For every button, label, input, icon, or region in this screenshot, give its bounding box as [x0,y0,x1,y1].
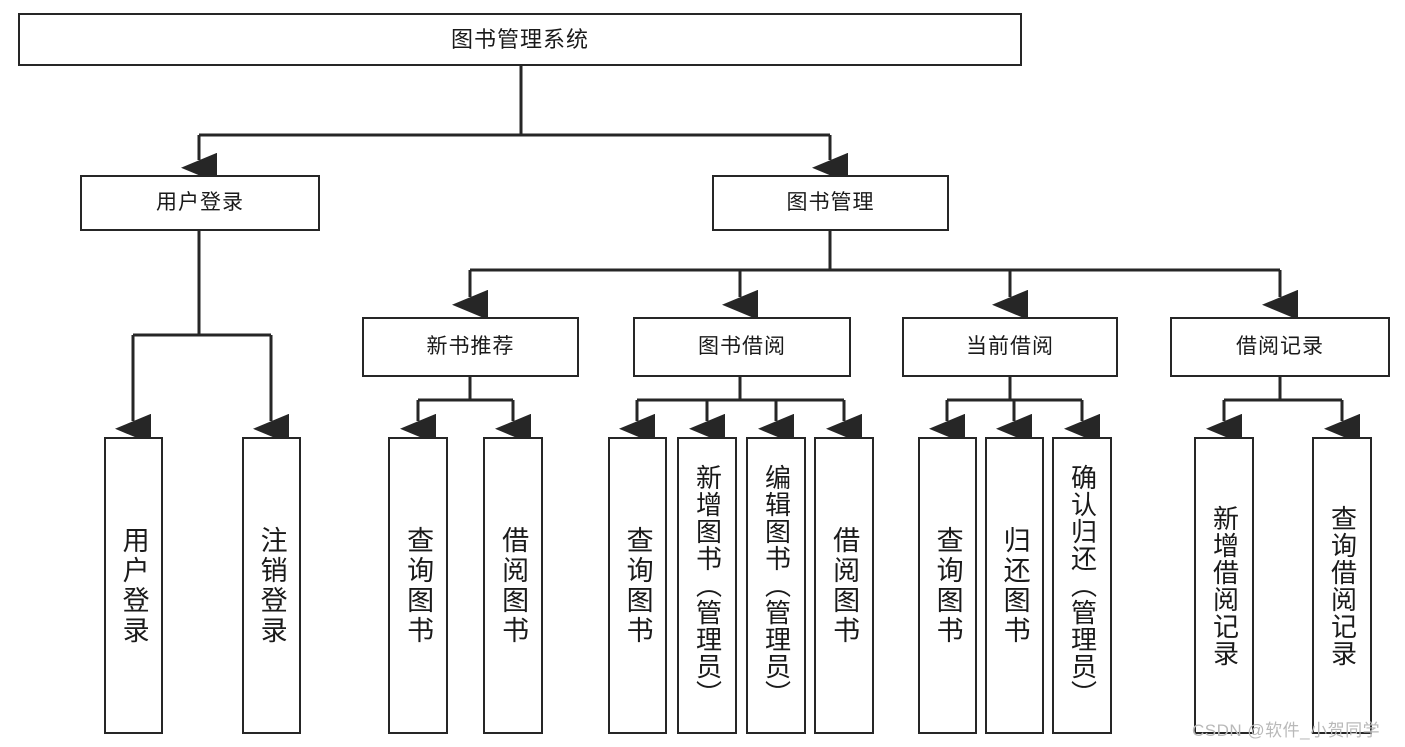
node-label: 图书借阅 [698,334,786,358]
node-current-borrow[interactable]: 当前借阅 [902,317,1118,377]
node-new-book-recommend[interactable]: 新书推荐 [362,317,579,377]
node-label: 用户登录 [156,190,244,214]
node-user-login[interactable]: 用户登录 [80,175,320,231]
node-label: 查询图书 [622,525,653,646]
node-label: 查询图书 [403,525,434,646]
node-borrow-record[interactable]: 借阅记录 [1170,317,1390,377]
node-label: 查询图书 [932,525,963,646]
leaf-current-return-book[interactable]: 归还图书 [985,437,1044,734]
leaf-record-add-record[interactable]: 新增借阅记录 [1194,437,1254,734]
node-book-borrow[interactable]: 图书借阅 [633,317,851,377]
node-label: 图书管理系统 [450,26,589,52]
leaf-recommend-borrow-book[interactable]: 借阅图书 [483,437,543,734]
leaf-user-login-logout[interactable]: 注销登录 [242,437,301,734]
leaf-recommend-query-book[interactable]: 查询图书 [388,437,448,734]
leaf-record-query-record[interactable]: 查询借阅记录 [1312,437,1372,734]
node-root-system[interactable]: 图书管理系统 [18,13,1022,66]
node-label: 新增借阅记录 [1209,504,1240,667]
node-label: 归还图书 [999,525,1030,646]
node-label: 用户登录 [118,525,149,646]
node-label: 图书管理 [786,190,875,214]
leaf-borrow-borrow-book[interactable]: 借阅图书 [814,437,874,734]
node-label: 借阅记录 [1236,334,1324,358]
node-label: 确认归还（管理员） [1067,464,1098,707]
leaf-current-query-book[interactable]: 查询图书 [918,437,977,734]
node-label: 注销登录 [256,525,287,646]
leaf-borrow-query-book[interactable]: 查询图书 [608,437,667,734]
node-label: 新增图书（管理员） [692,464,723,707]
leaf-borrow-edit-book-admin[interactable]: 编辑图书（管理员） [746,437,806,734]
node-label: 新书推荐 [426,334,515,358]
node-label: 借阅图书 [498,525,529,646]
node-label: 借阅图书 [829,525,860,646]
leaf-user-login-login[interactable]: 用户登录 [104,437,163,734]
csdn-watermark: CSDN @软件_小贺同学 [1192,721,1381,740]
node-label: 当前借阅 [966,334,1054,358]
leaf-current-confirm-return-admin[interactable]: 确认归还（管理员） [1052,437,1112,734]
node-label: 编辑图书（管理员） [761,464,792,707]
node-book-management[interactable]: 图书管理 [712,175,949,231]
node-label: 查询借阅记录 [1327,504,1358,667]
leaf-borrow-add-book-admin[interactable]: 新增图书（管理员） [677,437,737,734]
